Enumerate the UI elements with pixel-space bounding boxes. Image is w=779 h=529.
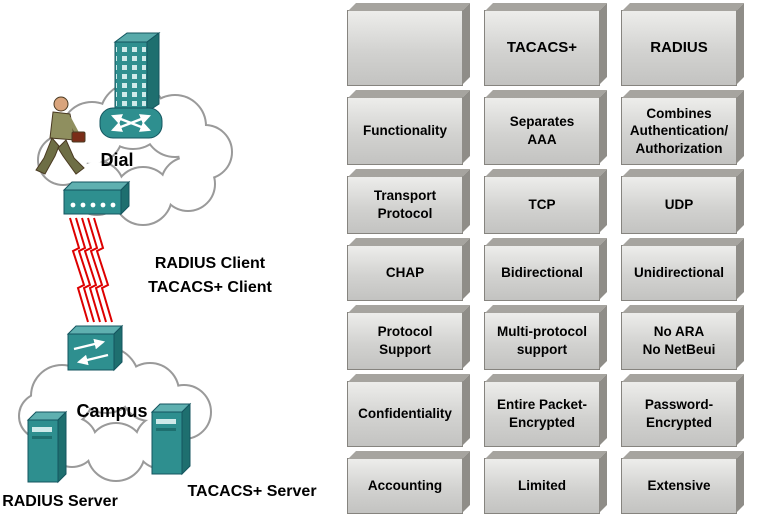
row-accounting-label: Accounting <box>347 458 463 514</box>
row-chap-label: CHAP <box>347 245 463 301</box>
row-chap-radius: Unidirectional <box>621 245 737 301</box>
row-protocol-support-radius: No ARA No NetBeui <box>621 312 737 370</box>
cell-text: RADIUS <box>650 39 708 57</box>
cell-text: Accounting <box>367 478 443 494</box>
person-icon <box>35 96 86 175</box>
lightning-links-icon <box>69 217 113 323</box>
tacacs-server-icon <box>151 403 191 475</box>
tacacs-server-label: TACACS+ Server <box>187 483 316 500</box>
row-transport-radius: UDP <box>621 176 737 234</box>
row-chap-tacacs: Bidirectional <box>484 245 600 301</box>
cell-text: Limited <box>517 478 566 494</box>
cell-text: Functionality <box>363 123 447 139</box>
cell-text: TCP <box>528 197 556 213</box>
row-transport-tacacs: TCP <box>484 176 600 234</box>
row-confidentiality-tacacs: Entire Packet- Encrypted <box>484 381 600 447</box>
cell-text: Separates AAA <box>509 114 575 147</box>
row-functionality-tacacs: Separates AAA <box>484 97 600 165</box>
cell-text: Protocol Support <box>377 324 433 357</box>
table-header-empty <box>347 10 463 86</box>
row-accounting-radius: Extensive <box>621 458 737 514</box>
network-diagram: RADIUS Client TACACS+ Client Dial Campus <box>2 32 317 510</box>
cell-text: Password- Encrypted <box>644 397 714 430</box>
cell-text: Unidirectional <box>633 265 724 281</box>
campus-cloud-label: Campus <box>76 401 147 421</box>
cell-text: Confidentiality <box>358 406 452 422</box>
row-functionality-radius: Combines Authentication/ Authorization <box>621 97 737 165</box>
table-header-tacacs: TACACS+ <box>484 10 600 86</box>
switch-icon <box>66 324 124 372</box>
building-icon <box>113 32 161 113</box>
row-confidentiality-radius: Password- Encrypted <box>621 381 737 447</box>
row-transport-label: Transport Protocol <box>347 176 463 234</box>
cell-text: Combines Authentication/ Authorization <box>629 105 729 156</box>
cell-text: CHAP <box>385 265 425 281</box>
row-functionality-label: Functionality <box>347 97 463 165</box>
cell-text: TACACS+ <box>506 39 578 57</box>
router-icon <box>99 107 163 139</box>
comparison-table: TACACS+ RADIUS Functionality Separates A… <box>347 10 737 514</box>
cell-text: Extensive <box>647 478 711 494</box>
radius-server-label: RADIUS Server <box>2 493 118 510</box>
table-header-radius: RADIUS <box>621 10 737 86</box>
radius-client-label: RADIUS Client <box>155 255 266 272</box>
cell-text: UDP <box>664 197 694 213</box>
dial-cloud-label: Dial <box>100 150 133 170</box>
row-confidentiality-label: Confidentiality <box>347 381 463 447</box>
cell-text: Multi-protocol support <box>497 324 587 357</box>
tacacs-client-label: TACACS+ Client <box>148 279 272 296</box>
radius-server-icon <box>27 411 67 483</box>
cell-text: Bidirectional <box>501 265 583 281</box>
row-accounting-tacacs: Limited <box>484 458 600 514</box>
access-server-icon <box>62 180 131 216</box>
cell-text: Entire Packet- Encrypted <box>496 397 588 430</box>
row-protocol-support-tacacs: Multi-protocol support <box>484 312 600 370</box>
cell-text: No ARA No NetBeui <box>642 324 716 357</box>
cell-text: Transport Protocol <box>373 188 437 221</box>
row-protocol-support-label: Protocol Support <box>347 312 463 370</box>
